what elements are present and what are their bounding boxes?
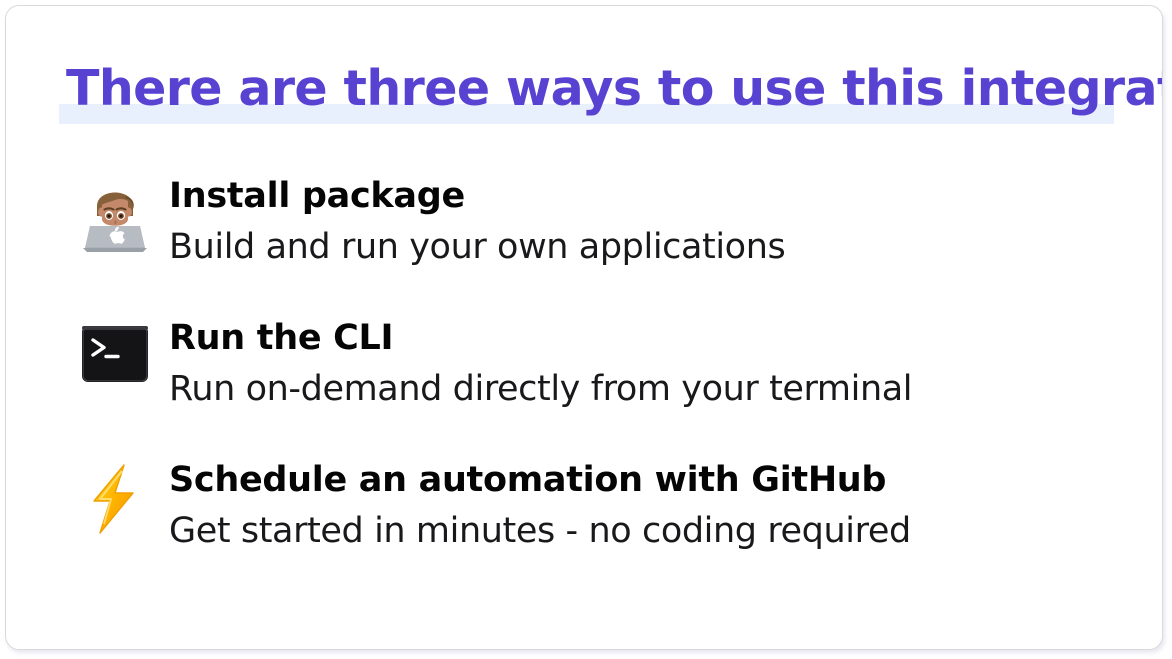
list-item-heading: Run the CLI — [169, 318, 394, 358]
list-item-heading: Install package — [169, 176, 465, 216]
page-title: There are three ways to use this integra… — [66, 60, 1163, 117]
list-item-text: Run the CLI Run on-demand directly from … — [169, 316, 1101, 410]
list-item-text: Install package Build and run your own a… — [169, 174, 1101, 268]
list-item-text: Schedule an automation with GitHub Get s… — [169, 458, 1101, 552]
title-container: There are three ways to use this integra… — [59, 58, 1162, 128]
terminal-icon — [61, 316, 169, 412]
high-voltage-icon — [61, 458, 169, 554]
slide-card: There are three ways to use this integra… — [5, 5, 1163, 650]
list-item-heading: Schedule an automation with GitHub — [169, 460, 887, 500]
technologist-icon — [61, 174, 169, 270]
title-highlight-band — [59, 104, 1114, 124]
list-item: Install package Build and run your own a… — [61, 174, 1101, 292]
list-item: Run the CLI Run on-demand directly from … — [61, 316, 1101, 434]
list-item-description: Build and run your own applications — [169, 227, 786, 267]
ways-list: Install package Build and run your own a… — [61, 174, 1101, 576]
list-item-description: Get started in minutes - no coding requi… — [169, 511, 911, 551]
list-item: Schedule an automation with GitHub Get s… — [61, 458, 1101, 576]
list-item-description: Run on-demand directly from your termina… — [169, 369, 913, 409]
